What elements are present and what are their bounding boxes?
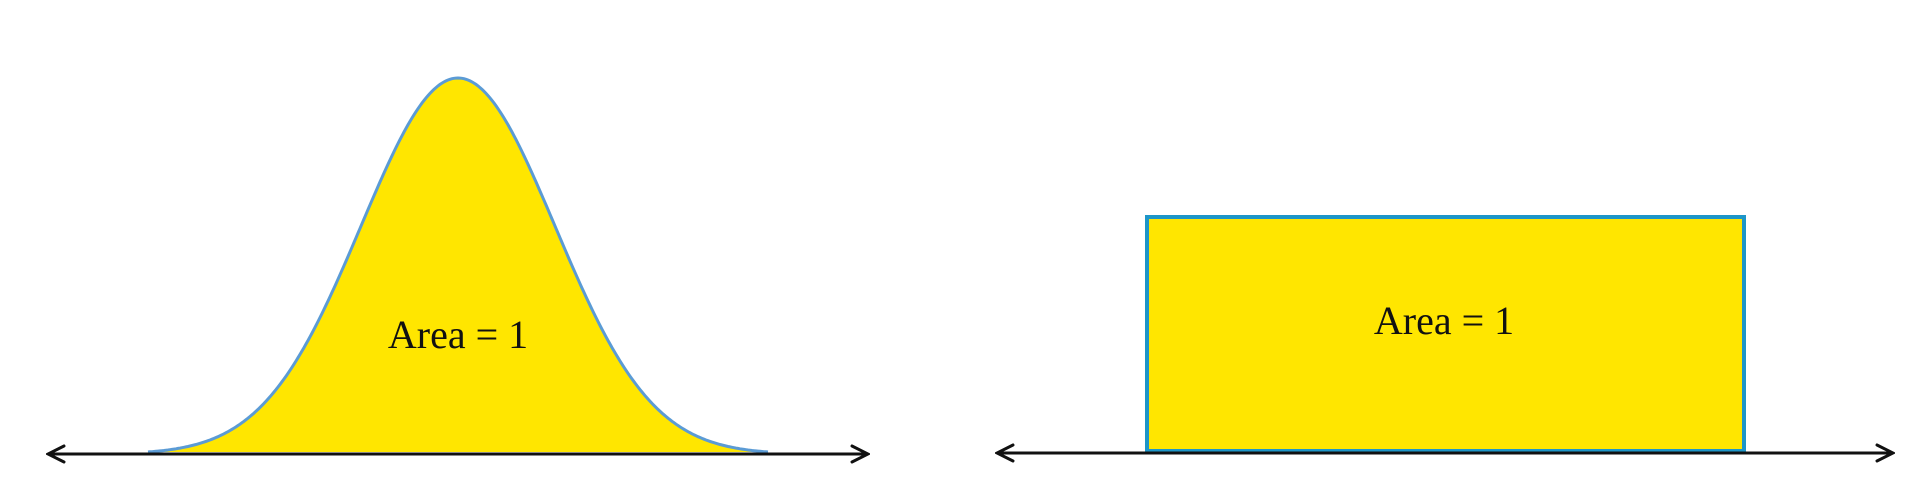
bell-curve-outline [147, 76, 769, 454]
bell-curve-area-label: Area = 1 [388, 312, 528, 357]
uniform-rectangle [1145, 215, 1746, 453]
rectangle-area-label: Area = 1 [1374, 298, 1514, 343]
normal-distribution-panel: Area = 1 [48, 76, 868, 454]
bell-curve-fill [148, 78, 768, 452]
uniform-distribution-panel: Area = 1 [997, 215, 1893, 453]
